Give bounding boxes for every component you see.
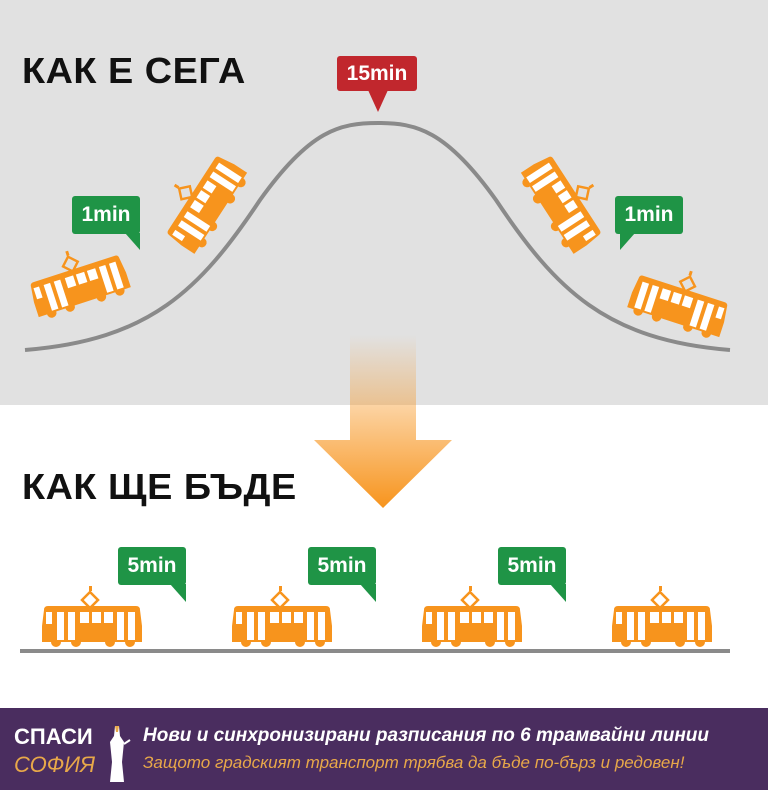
tram-icon [515, 141, 621, 258]
interval-badge: 1min [72, 196, 140, 234]
interval-badge-peak: 15min [337, 56, 417, 91]
footer-banner: СПАСИ СОФИЯ Нови и синхронизирани разпис… [0, 708, 768, 790]
interval-badge: 5min [308, 547, 376, 585]
track-curve [24, 120, 731, 352]
tram-icon [624, 254, 738, 343]
logo-line2: СОФИЯ [14, 752, 95, 777]
logo-line1: СПАСИ [14, 724, 93, 749]
footer-title: Нови и синхронизирани разписания по 6 тр… [143, 725, 710, 746]
interval-badge: 5min [118, 547, 186, 585]
logo-figure-icon [110, 726, 131, 782]
interval-badge: 5min [498, 547, 566, 585]
footer-subtitle: Защото градският транспорт трябва да бъд… [143, 753, 685, 772]
heading-current: КАК Е СЕГА [22, 50, 246, 91]
tram-icon [40, 586, 144, 648]
interval-badge: 1min [615, 196, 683, 234]
tram-icon [20, 234, 134, 323]
tram-icon [147, 141, 253, 258]
arrow-down-icon [314, 335, 452, 508]
tram-icon [610, 586, 714, 648]
heading-future: КАК ЩЕ БЪДЕ [22, 466, 297, 507]
tram-icon [230, 586, 334, 648]
tram-icon [420, 586, 524, 648]
